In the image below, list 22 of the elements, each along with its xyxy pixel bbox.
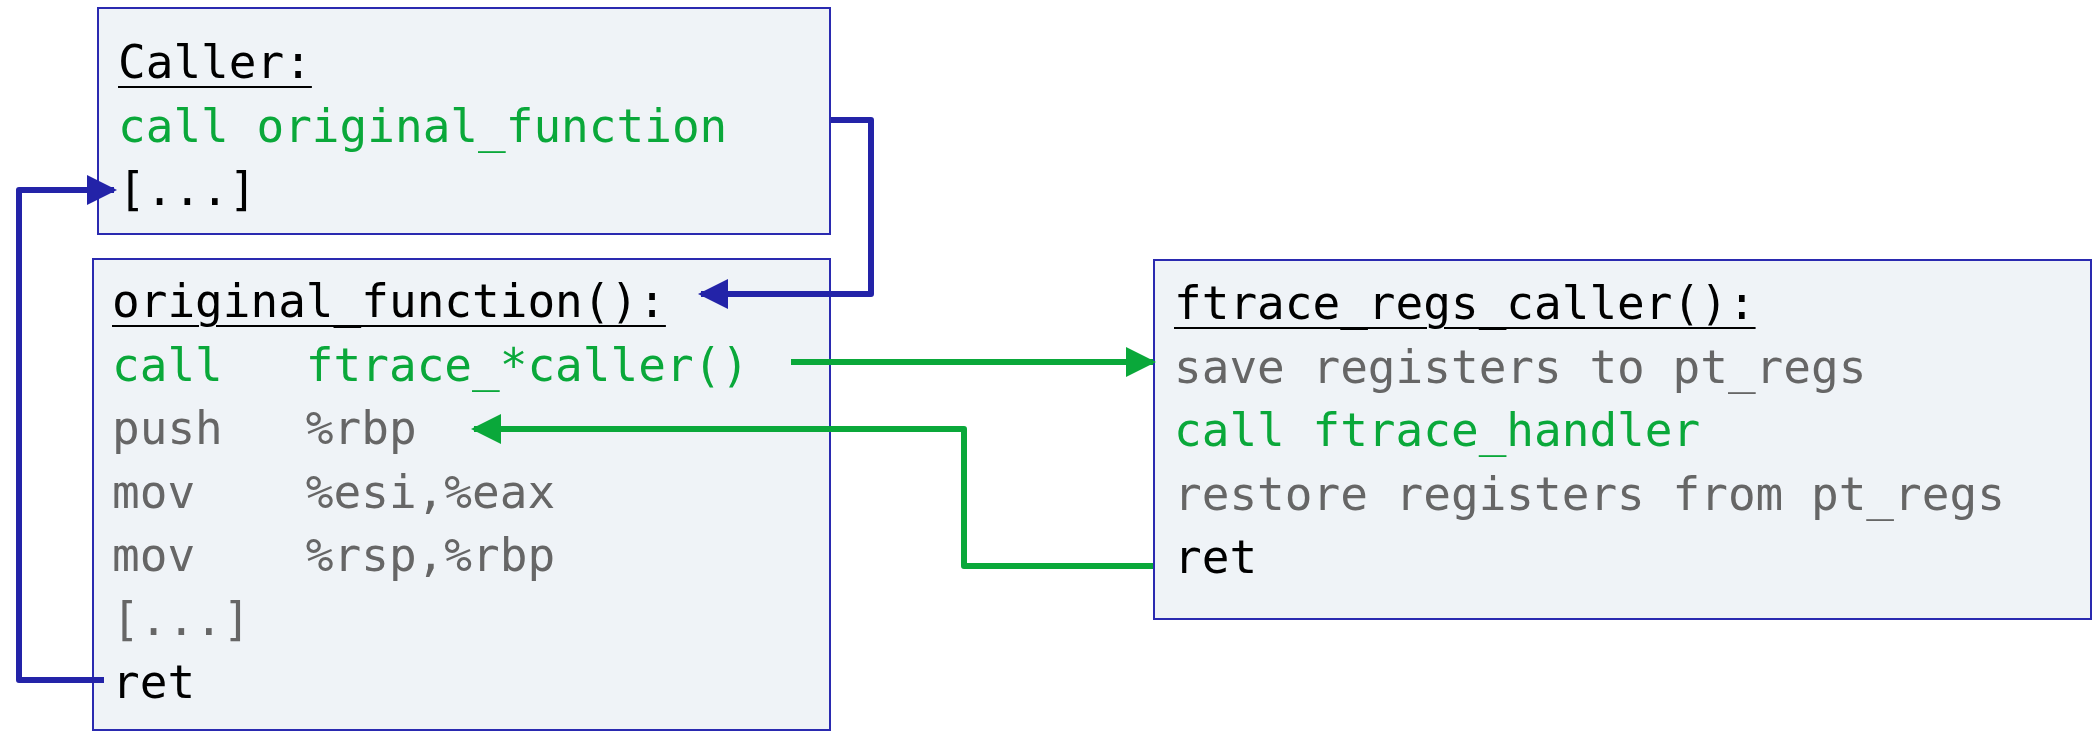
code-heading: Caller:: [118, 34, 312, 91]
code-panel: [97, 7, 831, 235]
code-heading: ftrace_regs_caller():: [1174, 275, 1756, 332]
arrow: [698, 117, 874, 309]
code-line: save registers to pt_regs: [1174, 338, 1867, 396]
code-line: push %rbp: [112, 400, 417, 457]
code-line: call ftrace_handler: [1174, 402, 1701, 459]
arrow: [791, 347, 1156, 377]
code-line: ret: [1174, 529, 1258, 586]
code-line: [...]: [118, 161, 257, 218]
code-line: restore registers from pt_regs: [1174, 465, 2005, 523]
code-line: call original_function: [118, 97, 728, 155]
code-line: call ftrace_*caller(): [112, 336, 749, 394]
code-panel: [92, 258, 831, 731]
code-line: mov %esi,%eax: [112, 463, 556, 521]
code-line: [...]: [112, 590, 251, 648]
code-heading: original_function():: [112, 273, 666, 330]
code-line: mov %rsp,%rbp: [112, 527, 556, 584]
arrow: [471, 414, 1153, 569]
code-panel: [1153, 259, 2092, 620]
code-line: ret: [112, 654, 196, 711]
arrow: [16, 175, 117, 683]
